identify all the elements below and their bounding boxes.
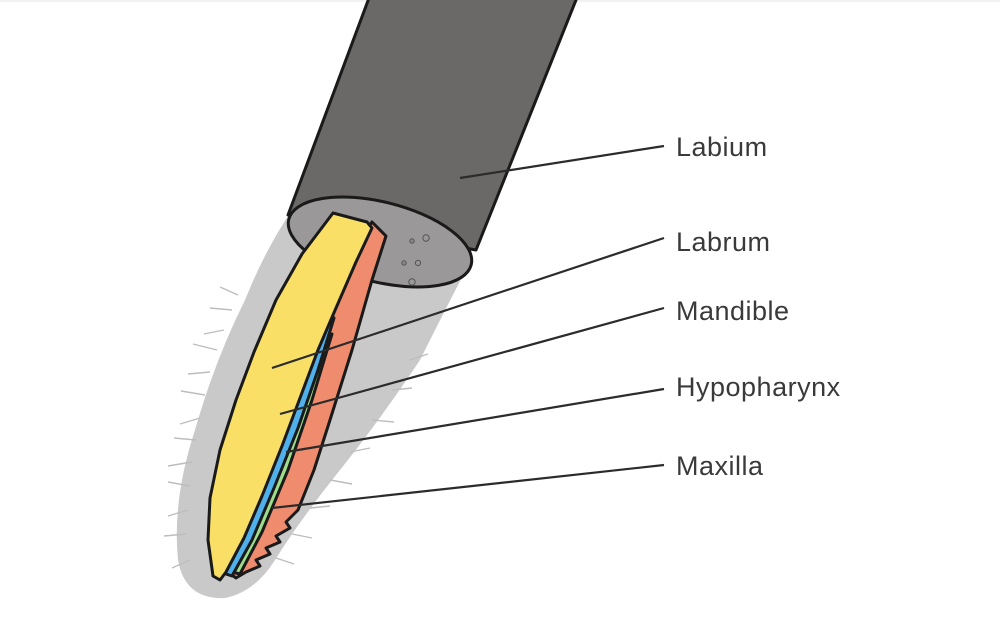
leader-mandible	[279, 306, 665, 416]
labium-pores	[401, 234, 430, 286]
leader-hypopharynx	[285, 387, 665, 454]
label-maxilla: Maxilla	[676, 451, 764, 481]
label-mandible: Mandible	[676, 296, 790, 326]
leader-labium	[459, 144, 665, 180]
hair-fringe	[163, 286, 429, 569]
labels: Labium Labrum Mandible Hypopharynx Maxil…	[676, 132, 841, 481]
leader-lines	[271, 144, 665, 510]
leader-maxilla	[271, 463, 665, 510]
label-labrum: Labrum	[676, 227, 771, 257]
label-hypopharynx: Hypopharynx	[676, 372, 841, 402]
label-labium: Labium	[676, 132, 768, 162]
labrum-shape	[206, 211, 374, 582]
leader-labrum	[271, 236, 665, 370]
